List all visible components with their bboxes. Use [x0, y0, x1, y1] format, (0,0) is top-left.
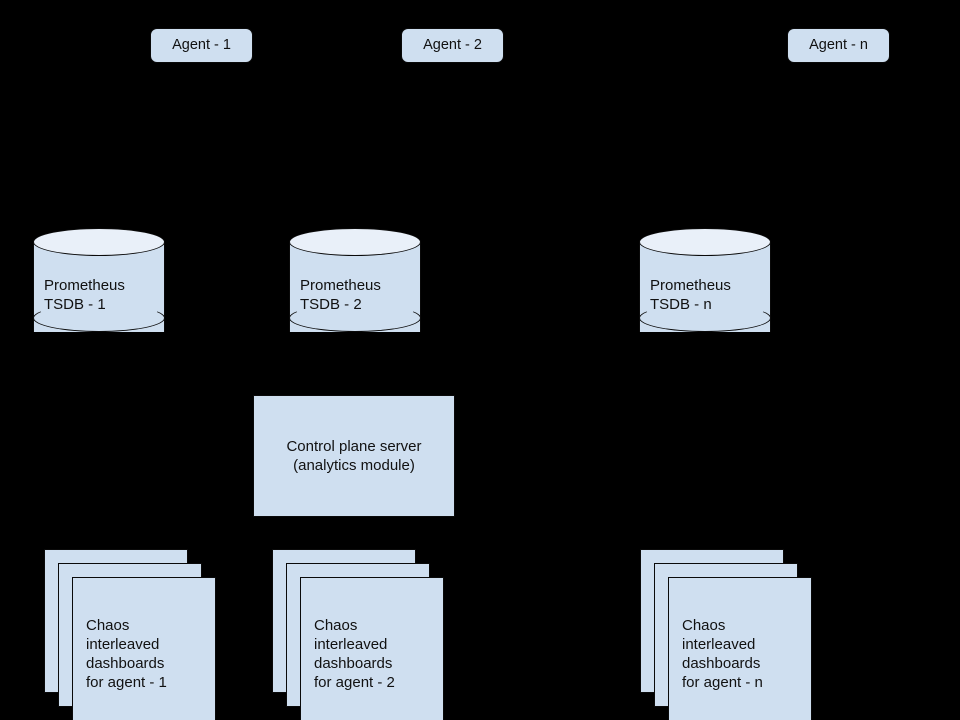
dashboard-card-front-1[interactable]: Chaos interleaved dashboards for agent -… — [72, 577, 216, 720]
dashboard-stack-1[interactable]: Chaos interleaved dashboards for agent -… — [44, 549, 220, 720]
agent-box-n[interactable]: Agent - n — [787, 28, 890, 63]
datastore-cylinder-1[interactable]: Prometheus TSDB - 1 — [33, 228, 165, 346]
dashboard-card-front-2[interactable]: Chaos interleaved dashboards for agent -… — [300, 577, 444, 720]
connector-tsdb1-to-control-plane — [109, 346, 336, 395]
connector-tsdb2-to-control-plane — [350, 347, 360, 397]
dashboard-stack-2[interactable]: Chaos interleaved dashboards for agent -… — [272, 549, 448, 720]
agent-label-n: Agent - n — [809, 37, 868, 53]
dashboard-label-1: Chaos interleaved dashboards for agent -… — [86, 617, 167, 691]
datastore-label-1: Prometheus TSDB - 1 — [44, 277, 125, 313]
dashboard-label-2: Chaos interleaved dashboards for agent -… — [314, 617, 395, 691]
agent-box-1[interactable]: Agent - 1 — [150, 28, 253, 63]
cylinder-bottom-n — [639, 304, 771, 332]
cylinder-bottom-2 — [289, 304, 421, 332]
agent-box-2[interactable]: Agent - 2 — [401, 28, 504, 63]
control-plane-server-label: Control plane server (analytics module) — [286, 438, 422, 474]
dashboard-stack-n[interactable]: Chaos interleaved dashboards for agent -… — [640, 549, 816, 720]
cylinder-bottom-1 — [33, 304, 165, 332]
connector-agentn-to-tsdbn — [722, 62, 821, 232]
connector-agent1-to-tsdb1 — [116, 62, 191, 232]
cylinder-top-1 — [33, 228, 165, 256]
datastore-label-2: Prometheus TSDB - 2 — [300, 277, 381, 313]
agent-label-2: Agent - 2 — [423, 37, 482, 53]
datastore-cylinder-2[interactable]: Prometheus TSDB - 2 — [289, 228, 421, 346]
datastore-label-n: Prometheus TSDB - n — [650, 277, 731, 313]
cylinder-top-2 — [289, 228, 421, 256]
datastore-cylinder-n[interactable]: Prometheus TSDB - n — [639, 228, 771, 346]
agent-label-1: Agent - 1 — [172, 37, 231, 53]
connector-agent2-to-tsdb2 — [368, 62, 421, 232]
connector-tsdbn-to-control-plane — [374, 346, 691, 395]
cylinder-top-n — [639, 228, 771, 256]
dashboard-card-front-n[interactable]: Chaos interleaved dashboards for agent -… — [668, 577, 812, 720]
dashboard-label-n: Chaos interleaved dashboards for agent -… — [682, 617, 763, 691]
control-plane-server-box[interactable]: Control plane server (analytics module) — [253, 395, 455, 517]
